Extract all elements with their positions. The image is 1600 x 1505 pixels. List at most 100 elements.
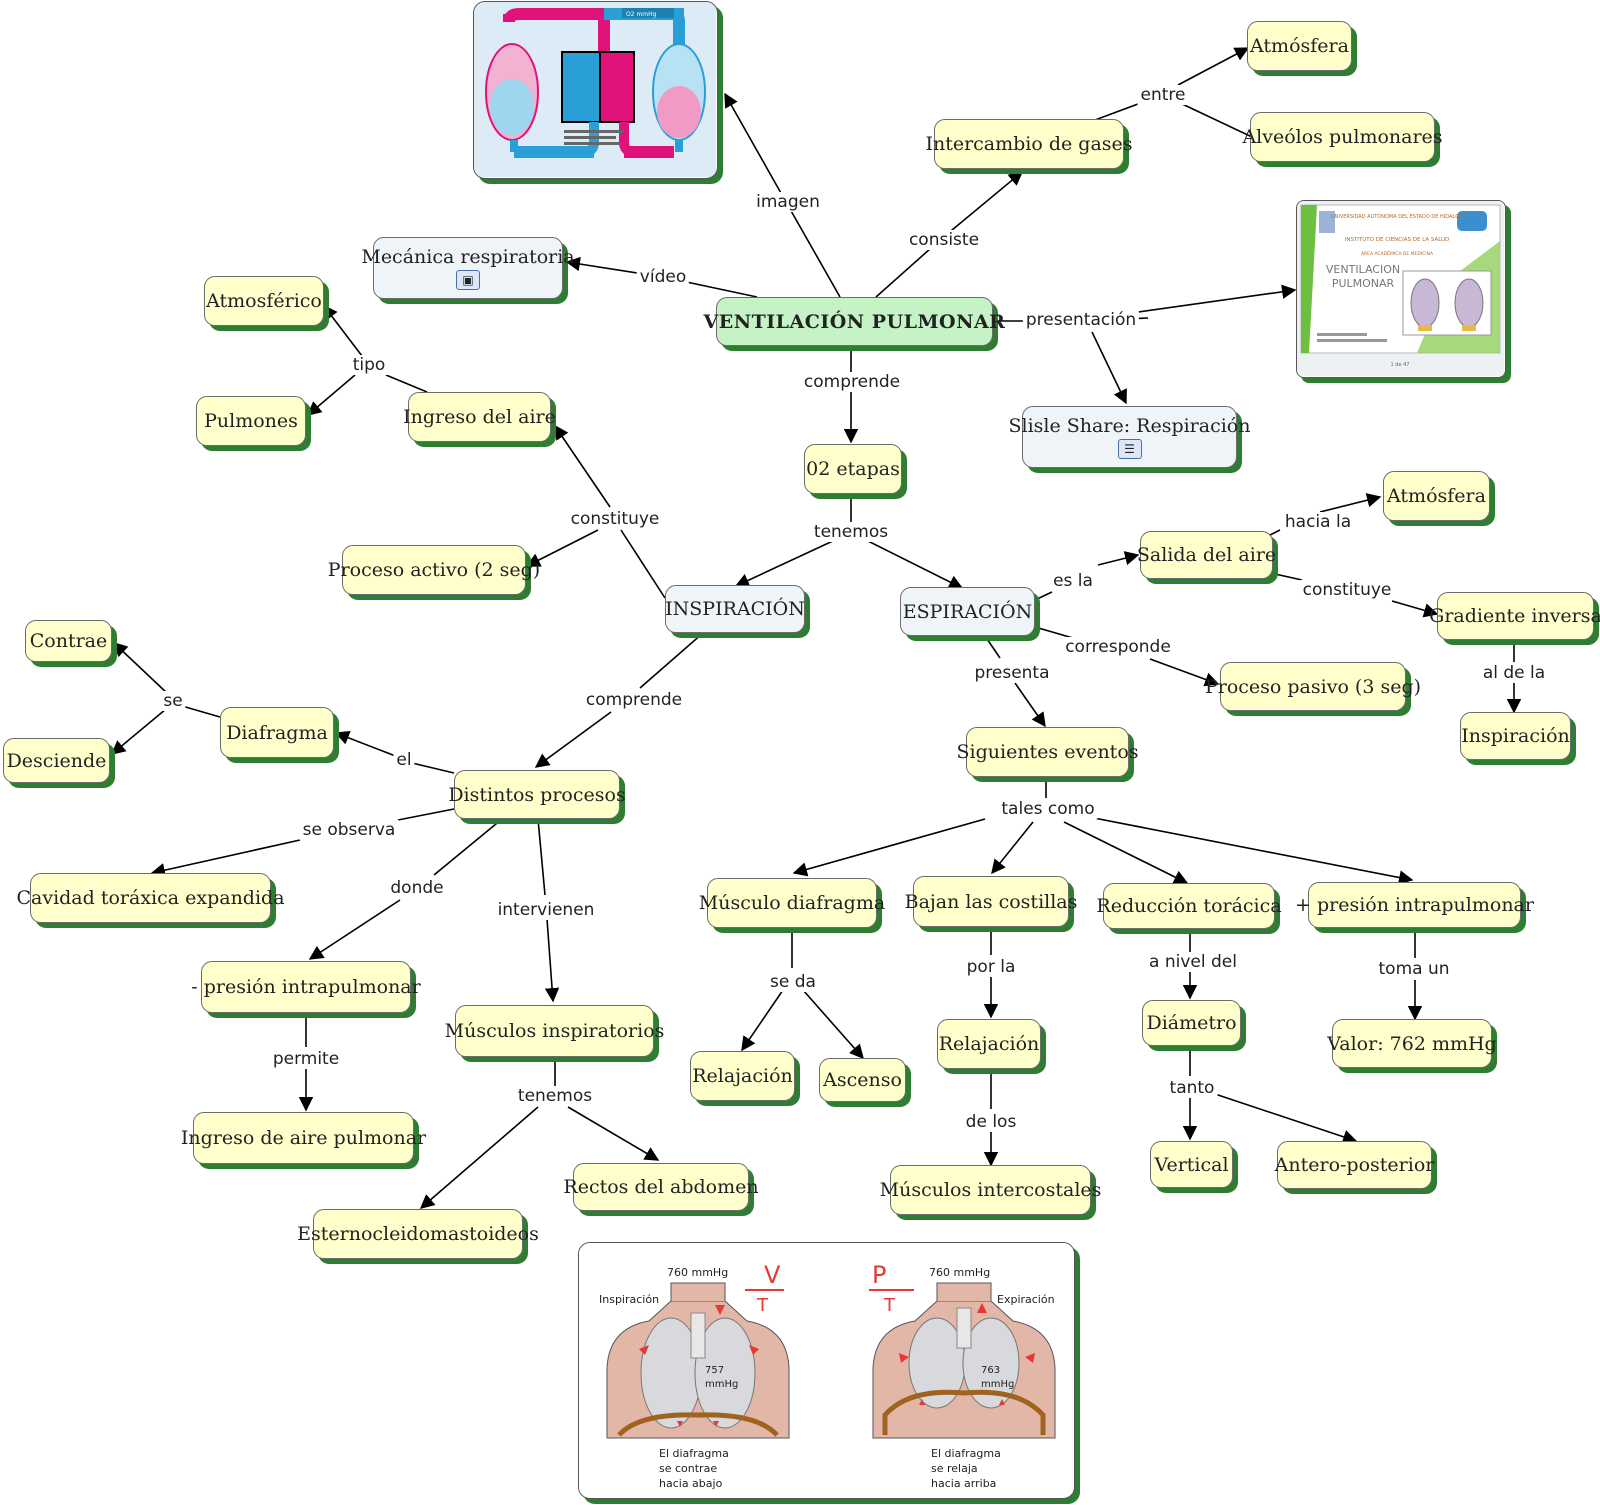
node-cavidad-label: Cavidad toráxica expandida <box>16 887 285 909</box>
node-contrae[interactable]: Contrae <box>25 620 112 662</box>
node-mas-presion[interactable]: + presión intrapulmonar <box>1295 882 1534 928</box>
link-label-es-la: es la <box>1050 571 1096 591</box>
node-musculos-insp[interactable]: Músculos inspiratorios <box>445 1005 664 1057</box>
slide-title-1: VENTILACION <box>1326 263 1400 276</box>
circulation-header: O2 mmHg <box>626 11 657 18</box>
node-proceso-pasivo[interactable]: Proceso pasivo (3 seg) <box>1205 662 1421 711</box>
breathing-image[interactable]: 760 mmHg Inspiración V T 757 mmHg El dia… <box>578 1242 1075 1499</box>
slide-title-2: PULMONAR <box>1332 277 1395 290</box>
node-distintos[interactable]: Distintos procesos <box>448 770 626 819</box>
circulation-image[interactable]: O2 mmHg <box>473 1 718 179</box>
node-espiracion[interactable]: ESPIRACIÓN <box>900 587 1035 636</box>
node-antero[interactable]: Antero-posterior <box>1275 1141 1434 1189</box>
node-inspiracion-2[interactable]: Inspiración <box>1460 712 1571 760</box>
node-espiracion-label: ESPIRACIÓN <box>902 600 1033 623</box>
left-formula-top: V <box>764 1261 781 1289</box>
node-relajacion-2-label: Relajación <box>938 1033 1040 1055</box>
left-pressure: 760 mmHg <box>667 1266 728 1279</box>
node-ingreso-aire[interactable]: Ingreso del aire <box>403 392 556 442</box>
node-desciende[interactable]: Desciende <box>3 738 110 783</box>
node-vertical-label: Vertical <box>1154 1153 1229 1176</box>
node-slideshare[interactable]: Slisle Share: Respiración ☰ <box>1009 406 1251 468</box>
link-label-presentacion: presentación <box>1022 310 1140 330</box>
left-caption-3: hacia abajo <box>659 1477 723 1490</box>
node-proceso-activo-label: Proceso activo (2 seg) <box>327 559 541 581</box>
node-ascenso[interactable]: Ascenso <box>819 1058 906 1102</box>
node-musculo-diafragma[interactable]: Músculo diafragma <box>699 878 885 928</box>
node-diafragma-label: Diafragma <box>226 721 328 744</box>
node-valor[interactable]: Valor: 762 mmHg <box>1327 1019 1497 1068</box>
node-vertical[interactable]: Vertical <box>1150 1141 1233 1188</box>
document-icon[interactable]: ☰ <box>1117 439 1142 459</box>
node-relajacion-2[interactable]: Relajación <box>937 1019 1041 1069</box>
link-label-se-observa: se observa <box>299 820 399 840</box>
slide-university: UNIVERSIDAD AUTÓNOMA DEL ESTADO DE HIDAL… <box>1331 213 1463 220</box>
node-menos-presion-label: - presión intrapulmonar <box>191 976 421 998</box>
node-relajacion-1[interactable]: Relajación <box>690 1051 795 1101</box>
node-ingreso-aire-label: Ingreso del aire <box>403 406 556 428</box>
right-lung-p2: mmHg <box>981 1379 1014 1390</box>
node-atmosfera-2-label: Atmósfera <box>1387 485 1486 507</box>
link-label-comprende-2: comprende <box>582 690 686 710</box>
root-label: VENTILACIÓN PULMONAR <box>703 310 1006 333</box>
link-label-de-los: de los <box>962 1112 1020 1132</box>
node-cavidad[interactable]: Cavidad toráxica expandida <box>16 873 285 923</box>
node-siguientes[interactable]: Siguientes eventos <box>957 727 1139 777</box>
link-label-comprende-1: comprende <box>800 372 904 392</box>
link-label-permite: permite <box>269 1049 343 1069</box>
node-atmosferico-label: Atmosférico <box>206 290 322 312</box>
slide-area: ÁREA ACADÉMICA DE MEDICINA <box>1361 249 1434 257</box>
node-alveolos-label: Alveólos pulmonares <box>1242 126 1443 148</box>
node-proceso-activo[interactable]: Proceso activo (2 seg) <box>328 545 540 595</box>
link-label-imagen: imagen <box>753 192 823 212</box>
node-atmosfera-2[interactable]: Atmósfera <box>1383 471 1490 521</box>
node-inspiracion[interactable]: INSPIRACIÓN <box>665 585 805 633</box>
node-diafragma[interactable]: Diafragma <box>220 707 334 758</box>
link-label-hacia-la: hacia la <box>1281 512 1355 532</box>
link-label-presenta: presenta <box>971 663 1053 683</box>
node-siguientes-label: Siguientes eventos <box>956 741 1139 763</box>
node-contrae-label: Contrae <box>29 630 108 652</box>
node-esterno[interactable]: Esternocleidomastoideos <box>297 1209 539 1259</box>
right-caption-2: se relaja <box>931 1462 978 1475</box>
node-relajacion-1-label: Relajación <box>692 1065 793 1087</box>
slide-image[interactable]: UNIVERSIDAD AUTÓNOMA DEL ESTADO DE HIDAL… <box>1296 200 1506 378</box>
root-node[interactable]: VENTILACIÓN PULMONAR <box>704 297 1005 346</box>
node-atmosfera-1[interactable]: Atmósfera <box>1247 21 1352 71</box>
right-caption-3: hacia arriba <box>931 1477 996 1490</box>
node-intercambio[interactable]: Intercambio de gases <box>925 119 1133 169</box>
node-gradiente[interactable]: Gradiente inversa <box>1429 592 1600 640</box>
left-caption-2: se contrae <box>659 1462 717 1475</box>
node-ingreso-pulmonar[interactable]: Ingreso de aire pulmonar <box>181 1112 426 1164</box>
node-atmosferico[interactable]: Atmosférico <box>204 276 324 326</box>
right-formula-bottom: T <box>883 1295 896 1316</box>
node-alveolos[interactable]: Alveólos pulmonares <box>1242 112 1443 162</box>
node-bajan[interactable]: Bajan las costillas <box>905 876 1077 927</box>
node-etapas[interactable]: 02 etapas <box>804 444 902 494</box>
right-pressure: 760 mmHg <box>929 1266 990 1279</box>
node-pulmones-label: Pulmones <box>204 410 298 432</box>
node-diametro[interactable]: Diámetro <box>1142 1000 1241 1046</box>
link-label-tenemos-1: tenemos <box>810 522 892 542</box>
node-rectos-label: Rectos del abdomen <box>563 1176 759 1198</box>
node-salida-aire[interactable]: Salida del aire <box>1137 531 1276 579</box>
node-rectos[interactable]: Rectos del abdomen <box>563 1163 759 1211</box>
right-caption-1: El diafragma <box>931 1447 1001 1460</box>
left-caption-1: El diafragma <box>659 1447 729 1460</box>
node-intercostales-label: Músculos intercostales <box>879 1179 1102 1201</box>
link-label-constituye-2: constituye <box>1299 580 1395 600</box>
node-intercostales[interactable]: Músculos intercostales <box>880 1165 1101 1215</box>
node-inspiracion-label: INSPIRACIÓN <box>665 598 805 620</box>
node-musculo-diafragma-label: Músculo diafragma <box>698 892 886 914</box>
link-label-a-nivel-del: a nivel del <box>1146 952 1240 972</box>
node-bajan-label: Bajan las costillas <box>904 890 1078 913</box>
film-icon[interactable]: ▣ <box>456 270 480 290</box>
node-mecanica[interactable]: Mecánica respiratoria ▣ <box>361 237 575 299</box>
node-proceso-pasivo-label: Proceso pasivo (3 seg) <box>1204 675 1422 698</box>
node-menos-presion[interactable]: - presión intrapulmonar <box>191 961 421 1013</box>
link-label-tenemos-2: tenemos <box>514 1086 596 1106</box>
node-pulmones[interactable]: Pulmones <box>196 396 306 446</box>
node-ingreso-pulmonar-label: Ingreso de aire pulmonar <box>180 1127 427 1149</box>
node-reduccion[interactable]: Reducción torácica <box>1096 883 1282 929</box>
link-label-consiste: consiste <box>905 230 983 250</box>
